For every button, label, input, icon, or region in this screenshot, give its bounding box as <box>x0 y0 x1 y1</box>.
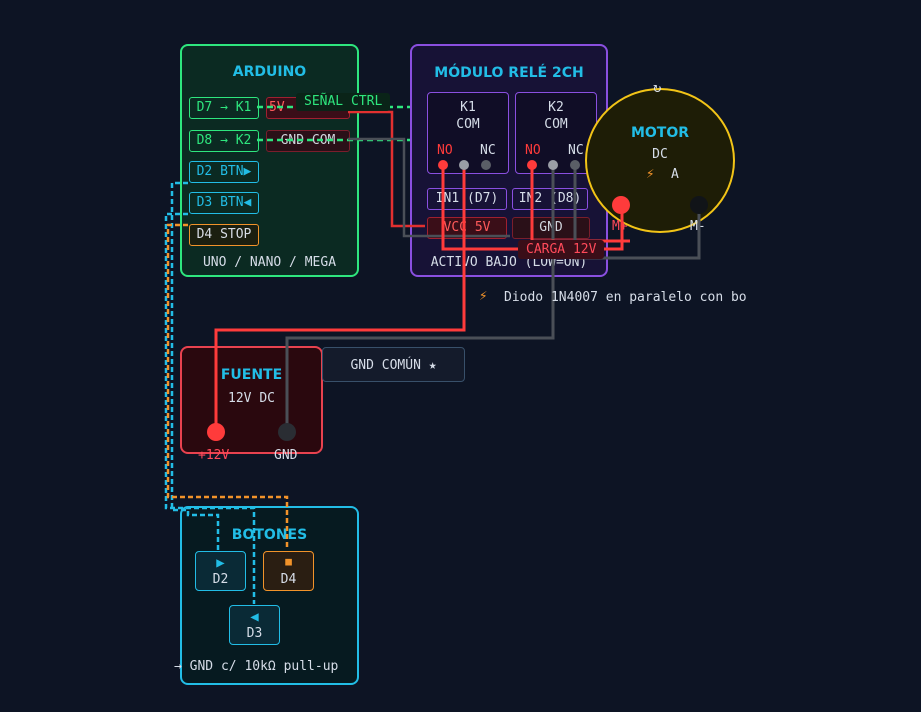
button-d2-label: D2 <box>212 572 229 587</box>
diode-bolt-icon: ⚡ <box>479 288 488 304</box>
relay-k2-no: NO <box>525 143 541 158</box>
terminal-k2-com <box>548 160 558 170</box>
relay-k1-name: K1 <box>460 100 476 115</box>
motor-rotation-icon: ↻ <box>653 80 662 96</box>
terminal-k2-nc <box>570 160 580 170</box>
terminal-motor-minus <box>690 196 708 214</box>
pin-d4: D4 STOP <box>189 224 259 246</box>
terminal-k2-no <box>527 160 537 170</box>
relay-title: MÓDULO RELÉ 2CH <box>434 65 584 81</box>
pin-d3: D3 BTN◀ <box>189 192 259 214</box>
button-d3-label: D3 <box>246 626 263 641</box>
wire-d4 <box>166 223 289 550</box>
button-d4[interactable]: ■ D4 <box>263 551 314 591</box>
gnd-common-badge: GND COMÚN ★ <box>322 347 465 382</box>
pin-d2: D2 BTN▶ <box>189 161 259 183</box>
supply-panel: FUENTE 12V DC <box>180 346 323 454</box>
buttons-panel: BOTONES ▶ D2 ■ D4 ◀ D3 <box>180 506 359 685</box>
relay-vcc: VCC 5V <box>427 217 507 239</box>
relay-k1-nc: NC <box>480 143 496 158</box>
relay-k2-com: COM <box>544 117 568 132</box>
wire-gnd-ctrl <box>348 137 510 238</box>
relay-k2-nc: NC <box>568 143 584 158</box>
wire-supply-plus <box>214 245 466 432</box>
supply-gnd-label: GND <box>274 448 298 463</box>
relay-in1: IN1 (D7) <box>427 188 507 210</box>
wire-d3 <box>164 212 256 604</box>
motor-title: MOTOR <box>630 125 690 141</box>
wire-motor-minus <box>573 165 701 260</box>
gnd-common-label: GND COMÚN ★ <box>350 358 437 373</box>
motor-plus-label: M+ <box>612 219 628 234</box>
wire-5v <box>348 110 425 228</box>
motor-bolt-icon: ⚡ <box>646 166 655 182</box>
load-label: CARGA 12V <box>518 240 605 259</box>
relay-k2-box: K2 COM NO NC <box>515 92 597 174</box>
arduino-footer: UNO / NANO / MEGA <box>202 255 337 270</box>
supply-plus-label: +12V <box>198 448 230 463</box>
motor-sub: DC <box>652 147 668 162</box>
motor-body <box>585 88 735 233</box>
button-d3[interactable]: ◀ D3 <box>229 605 280 645</box>
signal-label: SEÑAL CTRL <box>296 93 391 111</box>
relay-k1-box: K1 COM NO NC <box>427 92 509 174</box>
terminal-k1-com <box>459 160 469 170</box>
diode-note: Diodo 1N4007 en paralelo con bo <box>504 290 747 305</box>
button-d4-label: D4 <box>280 572 297 587</box>
reverse-icon: ◀ <box>250 609 259 625</box>
play-icon: ▶ <box>216 555 225 571</box>
terminal-supply-plus <box>207 423 225 441</box>
motor-current-label: A <box>671 167 679 182</box>
wire-d2 <box>170 181 220 550</box>
terminal-k1-nc <box>481 160 491 170</box>
relay-k1-com: COM <box>456 117 480 132</box>
relay-k1-no: NO <box>437 143 453 158</box>
terminal-k1-no <box>438 160 448 170</box>
buttons-title: BOTONES <box>231 527 308 543</box>
stop-icon: ■ <box>285 555 292 568</box>
supply-sub: 12V DC <box>228 391 275 406</box>
button-d2[interactable]: ▶ D2 <box>195 551 246 591</box>
arduino-title: ARDUINO <box>232 64 307 80</box>
relay-k2-name: K2 <box>548 100 564 115</box>
buttons-footer: → GND c/ 10kΩ pull-up <box>174 659 339 674</box>
terminal-motor-plus <box>612 196 630 214</box>
supply-title: FUENTE <box>220 367 283 383</box>
terminal-supply-gnd <box>278 423 296 441</box>
relay-in2: IN2 (D8) <box>512 188 588 210</box>
